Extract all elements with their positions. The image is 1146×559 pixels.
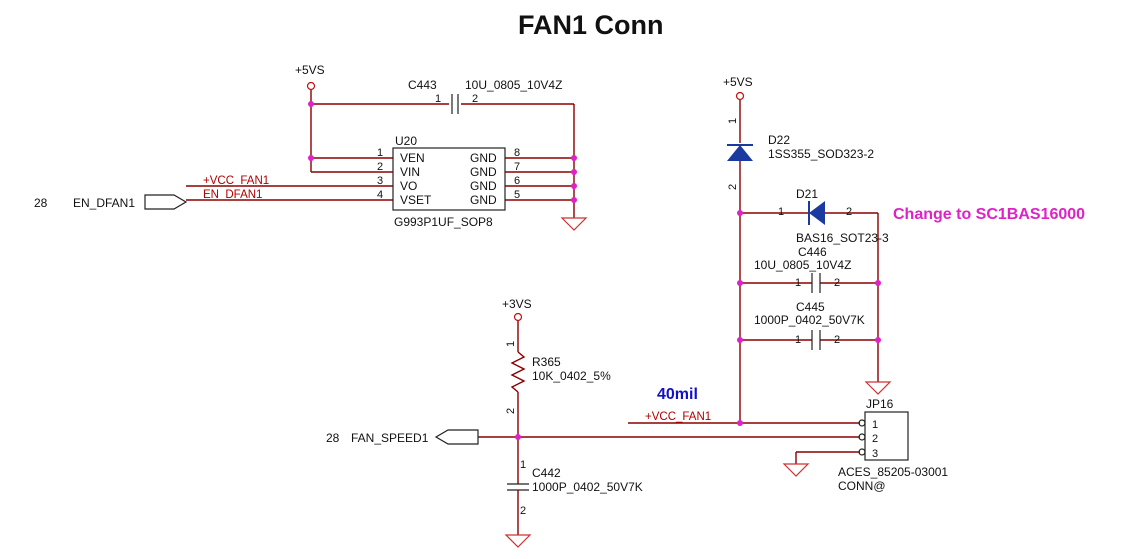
u20-pin6-name: GND — [470, 179, 497, 193]
net-vcc-fan1-u20: +VCC_FAN1 — [203, 175, 269, 187]
u20-pin5-name: GND — [470, 193, 497, 207]
power-3vs-label: +3VS — [502, 297, 532, 311]
r365-value: 10K_0402_5% — [532, 369, 611, 383]
u20-pin3-num: 3 — [377, 175, 383, 187]
u20-part: G993P1UF_SOP8 — [394, 215, 493, 229]
u20-pin4-name: VSET — [400, 193, 432, 207]
c446-pin2: 2 — [834, 277, 840, 289]
r365-pin2: 2 — [505, 408, 517, 414]
c443-pin2: 2 — [472, 93, 478, 105]
d21-value: BAS16_SOT23-3 — [796, 231, 889, 245]
u20-pin2-num: 2 — [377, 161, 383, 173]
u20-section: +5VS C443 10U_0805_10V4Z 1 2 — [34, 63, 588, 231]
c446-ref: C446 — [798, 245, 827, 259]
offpage-en-dfan1-label: EN_DFAN1 — [73, 196, 135, 210]
jp16-pin2: 2 — [872, 433, 878, 445]
change-note: Change to SC1BAS16000 — [893, 206, 1085, 223]
diode-d22: D22 1SS355_SOD323-2 — [727, 133, 874, 161]
jp16-variant: CONN@ — [838, 479, 886, 493]
power-5vs-left: +5VS — [295, 63, 325, 91]
diode-d21: D21 BAS16_SOT23-3 1 2 — [778, 187, 889, 245]
fan-speed-section: +3VS 1 R365 10K_0402_5% 2 28 FAN_SPEED1 … — [326, 297, 948, 548]
net-en-dfan1-u20: EN_DFAN1 — [203, 189, 262, 201]
jp16-part: ACES_85205-03001 — [838, 465, 948, 479]
r365-pin1: 1 — [505, 341, 517, 347]
u20-pin2-name: VIN — [400, 165, 420, 179]
u20-pin7-num: 7 — [514, 161, 520, 173]
c442-value: 1000P_0402_50V7K — [532, 480, 643, 494]
u20-pin6-num: 6 — [514, 175, 520, 187]
power-3vs: +3VS — [502, 297, 532, 322]
connector-jp16: JP16 1 2 3 ACES_85205-03001 CONN@ — [838, 397, 948, 493]
u20-pin3-name: VO — [400, 179, 417, 193]
ground-c442 — [504, 534, 532, 548]
jp16-ref: JP16 — [866, 397, 894, 411]
c442-pin2: 2 — [520, 505, 526, 517]
ground-u20 — [560, 217, 588, 231]
fan-power-section: +5VS 1 2 D22 1SS355_SOD323-2 D21 BAS16_S… — [723, 75, 1085, 423]
u20-pin5-num: 5 — [514, 189, 520, 201]
offpage-en-dfan1-page: 28 — [34, 196, 48, 210]
c442-ref: C442 — [532, 466, 561, 480]
d21-pin1: 1 — [778, 206, 784, 218]
u20-ref: U20 — [395, 134, 417, 148]
d22-pin1: 1 — [727, 118, 739, 124]
ic-u20: U20 G993P1UF_SOP8 VEN VIN VO VSET 1 2 3 … — [377, 134, 520, 229]
c445-value: 1000P_0402_50V7K — [754, 313, 865, 327]
c445-pin2: 2 — [834, 334, 840, 346]
offpage-fan-speed1: 28 FAN_SPEED1 — [326, 429, 479, 445]
c446-value: 10U_0805_10V4Z — [754, 258, 851, 272]
power-5vs-right: +5VS — [723, 75, 753, 101]
capacitor-c442: C442 1000P_0402_50V7K — [507, 466, 643, 494]
u20-pin4-num: 4 — [377, 189, 383, 201]
u20-pin1-num: 1 — [377, 147, 383, 159]
d22-ref: D22 — [768, 133, 790, 147]
capacitor-c445: C445 1000P_0402_50V7K 1 2 — [754, 300, 865, 350]
offpage-fan-speed1-label: FAN_SPEED1 — [351, 431, 429, 445]
jp16-pin3: 3 — [872, 448, 878, 460]
ground-c445 — [864, 381, 892, 395]
ground-jp16 — [782, 463, 810, 477]
u20-pin8-name: GND — [470, 151, 497, 165]
net-vcc-fan1-jp16: +VCC_FAN1 — [645, 411, 711, 423]
c446-pin1: 1 — [795, 277, 801, 289]
c443-value: 10U_0805_10V4Z — [465, 78, 562, 92]
power-5vs-left-label: +5VS — [295, 63, 325, 77]
d21-ref: D21 — [796, 187, 818, 201]
trace-width-label: 40mil — [657, 386, 698, 403]
d21-pin2: 2 — [846, 206, 852, 218]
power-5vs-right-label: +5VS — [723, 75, 753, 89]
offpage-en-dfan1: 28 EN_DFAN1 — [34, 194, 188, 210]
c445-pin1: 1 — [795, 334, 801, 346]
sheet-title: FAN1 Conn — [518, 10, 664, 40]
r365-ref: R365 — [532, 355, 561, 369]
c445-ref: C445 — [796, 300, 825, 314]
capacitor-c446: C446 10U_0805_10V4Z 1 2 — [754, 245, 851, 293]
d22-value: 1SS355_SOD323-2 — [768, 147, 874, 161]
c443-ref: C443 — [408, 78, 437, 92]
c442-pin1: 1 — [520, 459, 526, 471]
resistor-r365: R365 10K_0402_5% — [510, 351, 611, 393]
capacitor-c443: C443 10U_0805_10V4Z 1 2 — [408, 78, 562, 114]
d22-pin2: 2 — [727, 184, 739, 190]
offpage-fan-speed1-page: 28 — [326, 431, 340, 445]
u20-pin7-name: GND — [470, 165, 497, 179]
u20-pin8-num: 8 — [514, 147, 520, 159]
jp16-pin1: 1 — [872, 419, 878, 431]
c443-pin1: 1 — [435, 93, 441, 105]
u20-pin1-name: VEN — [400, 151, 425, 165]
